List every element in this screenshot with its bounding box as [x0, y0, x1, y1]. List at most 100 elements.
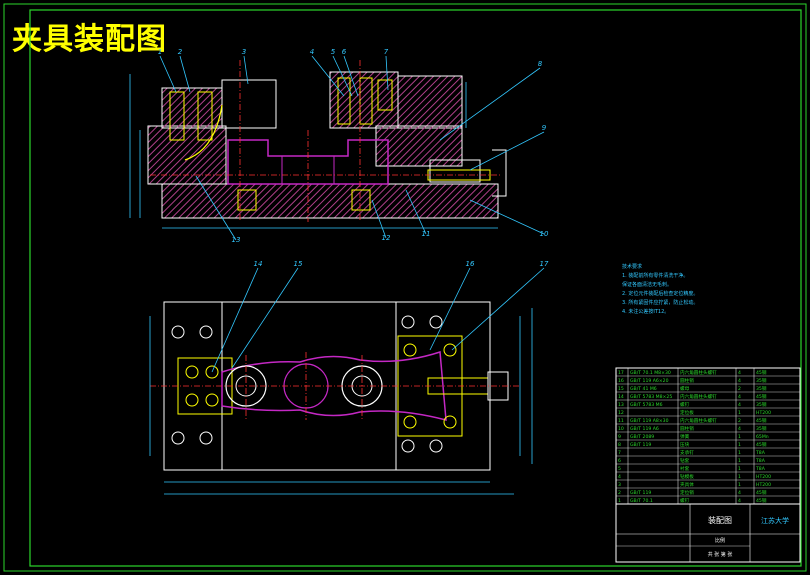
parts-table-cell: 45钢 [756, 417, 767, 424]
parts-table-cell: HT200 [756, 474, 771, 480]
top-view [149, 267, 545, 495]
parts-table-cell: GB/T 119 A6 [630, 426, 659, 432]
parts-table-cell: GB/T 119 A6×20 [630, 378, 669, 384]
parts-table-cell: GB/T 5783 M8×25 [630, 394, 672, 400]
school-name-label: 江苏大学 [761, 516, 789, 525]
parts-table-cell: 12 [618, 410, 624, 416]
parts-table-cell: 螺母 [680, 385, 690, 392]
parts-table-cell: 45钢 [756, 441, 767, 448]
callout-number: 14 [254, 260, 263, 268]
parts-table-cell: 内六角圆柱头螺钉 [680, 393, 717, 400]
callout-number: 7 [384, 48, 389, 56]
parts-table-cell: 45钢 [756, 489, 767, 496]
parts-table-cell: GB/T 5783 M6 [630, 402, 663, 408]
parts-table-cell: 定位板 [680, 409, 694, 416]
tech-note-line: 2. 定位元件装配后检查定位精度。 [622, 290, 698, 297]
tech-note-line: 技术要求 [622, 263, 642, 270]
parts-table-cell: 衬套 [680, 465, 690, 472]
parts-table-cell: 1 [618, 498, 621, 504]
parts-table-cell: 夹具体 [680, 481, 694, 488]
parts-table-cell: 圆柱销 [680, 425, 694, 432]
parts-table-cell: 4 [738, 370, 741, 376]
parts-table-cell: 2 [738, 418, 741, 424]
parts-table-cell: HT200 [756, 410, 771, 416]
parts-table-cell: 钻套 [680, 457, 690, 464]
parts-table-cell: GB/T 119 A8×30 [630, 418, 669, 424]
callout-number: 15 [294, 260, 303, 268]
front-view [129, 55, 545, 241]
drawing-title: 夹具装配图 [12, 22, 167, 57]
parts-table-cell: 17 [618, 370, 624, 376]
parts-table-cell: GB/T 2089 [630, 434, 654, 440]
callout-number: 16 [466, 260, 475, 268]
title-block: 装配图 江苏大学 比例 共 张 第 张 [615, 503, 801, 563]
parts-table-cell: HT200 [756, 482, 771, 488]
parts-table-cell: 4 [738, 402, 741, 408]
parts-table-cell: 35钢 [756, 425, 767, 432]
parts-table-cell: 钻模板 [680, 473, 694, 480]
callout-number: 12 [382, 234, 391, 242]
callout-number: 6 [342, 48, 347, 56]
parts-table-cell: 定位销 [680, 489, 694, 496]
parts-table-cell: 内六角圆柱头螺钉 [680, 417, 717, 424]
callout-number: 4 [310, 48, 314, 56]
parts-table-cell: 9 [618, 434, 621, 440]
parts-table-cell: GB/T 119 [630, 442, 651, 448]
parts-table-cell: 4 [738, 426, 741, 432]
parts-table-cell: 13 [618, 402, 624, 408]
scale-label: 比例 [715, 537, 725, 544]
parts-table-cell: 45钢 [756, 369, 767, 376]
drawing-name-label: 装配图 [708, 515, 732, 525]
sheet-frame [3, 3, 807, 572]
callout-number: 9 [542, 124, 547, 132]
parts-table-cell: T8A [755, 450, 766, 456]
parts-table-cell: T8A [755, 458, 766, 464]
parts-table-cell: 内六角圆柱头螺钉 [680, 369, 717, 376]
parts-table-cell: GB/T 119 [630, 490, 651, 496]
parts-table-cell: 4 [738, 498, 741, 504]
callout-number: 10 [540, 230, 549, 238]
tech-note-line: 保证各面清洁无毛刺。 [622, 281, 672, 288]
parts-table-cell: 弹簧 [680, 433, 690, 440]
parts-table-cell: 螺钉 [680, 497, 690, 504]
sheet-label: 共 张 第 张 [708, 551, 733, 558]
callout-number: 3 [242, 48, 246, 56]
parts-table-cell: 1 [738, 482, 741, 488]
callout-number: 5 [331, 48, 336, 56]
parts-table-cell: 2 [738, 386, 741, 392]
parts-table-cell: T8A [755, 466, 766, 472]
parts-table-cell: 35钢 [756, 385, 767, 392]
parts-table-cell: 1 [738, 474, 741, 480]
parts-table-cell: 10 [618, 426, 624, 432]
callout-number: 8 [538, 60, 543, 68]
callout-number: 2 [178, 48, 183, 56]
parts-table-cell: 4 [738, 394, 741, 400]
parts-table-cell: 65Mn [756, 434, 769, 440]
parts-table-cell: 14 [618, 394, 624, 400]
parts-table-cell: 16 [618, 378, 624, 384]
tech-note-line: 3. 所有紧固件应拧紧，防止松动。 [622, 299, 698, 306]
parts-table-cell: 1 [738, 458, 741, 464]
parts-table-cell: GB/T 41 M6 [630, 386, 657, 392]
parts-table-cell: 4 [618, 474, 621, 480]
parts-table-cell: 4 [738, 378, 741, 384]
parts-table-cell: 1 [738, 466, 741, 472]
parts-table-cell: 6 [618, 458, 621, 464]
parts-table-cell: 螺钉 [680, 401, 690, 408]
parts-table-cell: 4 [738, 490, 741, 496]
parts-table-cell: 5 [618, 466, 621, 472]
parts-table-cell: 3 [618, 482, 621, 488]
callout-number: 1 [158, 48, 162, 56]
tech-note-line: 4. 未注公差按IT12。 [622, 308, 669, 315]
parts-table-cell: 7 [618, 450, 621, 456]
parts-table-cell: 11 [618, 418, 624, 424]
parts-table-cell: 45钢 [756, 497, 767, 504]
parts-table-cell: 1 [738, 442, 741, 448]
parts-table-cell: 1 [738, 410, 741, 416]
parts-table-cell: 8 [618, 442, 621, 448]
